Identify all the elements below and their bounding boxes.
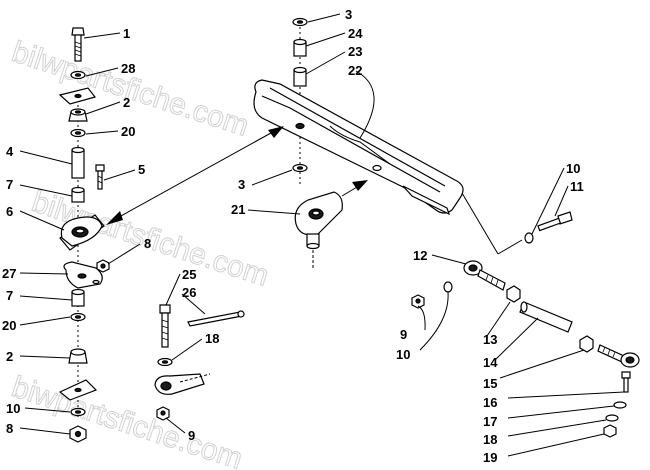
sleeve-part-4 <box>71 146 85 179</box>
nut-part-19 <box>603 424 617 438</box>
callout-28: 28 <box>121 61 135 76</box>
nut-part-15 <box>579 335 594 353</box>
callout-2-upper: 2 <box>123 95 130 110</box>
rod-end-part-12 <box>463 260 506 291</box>
rod-part-26 <box>187 310 245 327</box>
callout-23: 23 <box>348 44 362 59</box>
callout-13: 13 <box>483 332 497 347</box>
washer-part-18-right <box>605 414 619 422</box>
spacer-part-7-upper <box>71 186 85 203</box>
connection-arrow <box>106 126 368 225</box>
bolt-part-5 <box>95 164 105 190</box>
callout-8-lower: 8 <box>6 421 13 436</box>
callout-18-lower: 18 <box>205 331 219 346</box>
tie-rod-assembly <box>411 192 640 438</box>
watermark: bilwpartsfiche.com bilwpartsfiche.com bi… <box>7 35 273 470</box>
callout-16: 16 <box>483 395 497 410</box>
spacer-part-7-lower <box>71 288 85 307</box>
callout-11: 11 <box>570 179 584 194</box>
callout-21: 21 <box>231 202 245 217</box>
nut-part-2-upper <box>68 108 88 122</box>
callout-1: 1 <box>123 26 130 41</box>
callout-6: 6 <box>6 204 13 219</box>
rod-end-right <box>597 344 640 368</box>
spacer-part-23 <box>293 66 307 87</box>
callout-26: 26 <box>182 285 196 300</box>
callout-20-lower: 20 <box>2 318 16 333</box>
left-mount-stack <box>58 27 110 443</box>
washer-part-17 <box>613 401 627 409</box>
mount-part-21 <box>294 191 343 268</box>
callout-3-top: 3 <box>345 7 352 22</box>
washer-part-10-middle <box>443 281 453 293</box>
crossbeam-part-22 <box>253 79 464 216</box>
sleeve-part-14 <box>519 301 573 333</box>
callout-10-right: 10 <box>566 161 580 176</box>
callout-labels: 1 28 2 20 4 5 7 6 8 27 7 20 2 10 8 25 26… <box>2 7 584 465</box>
callout-17: 17 <box>483 414 497 429</box>
callout-3-lower: 3 <box>238 177 245 192</box>
callout-4: 4 <box>6 144 14 159</box>
rod-end-lower <box>154 373 211 395</box>
plate-part-27 <box>63 261 103 289</box>
callout-9-right: 9 <box>400 327 407 342</box>
callout-9-lower: 9 <box>188 428 195 443</box>
center-lower-assembly <box>154 304 245 421</box>
bolt-part-1 <box>71 27 85 62</box>
callout-20-upper: 20 <box>121 124 135 139</box>
callout-25: 25 <box>182 267 196 282</box>
callout-19: 19 <box>483 450 497 465</box>
bolt-part-16 <box>621 371 631 393</box>
watermark-low: biwpartsfiche.com <box>8 370 247 470</box>
nut-part-9-lower <box>156 406 170 421</box>
callout-7-upper: 7 <box>6 177 13 192</box>
nut-part-8-lower <box>69 425 87 443</box>
callout-5: 5 <box>138 162 145 177</box>
callout-10-lower: 10 <box>6 401 20 416</box>
bolt-part-25 <box>159 304 171 348</box>
nut-part-13 <box>506 285 521 303</box>
callout-12: 12 <box>413 248 427 263</box>
callout-24: 24 <box>348 26 363 41</box>
washer-part-10-right <box>524 232 534 244</box>
nut-part-2-lower <box>68 348 88 364</box>
callout-leaders <box>19 13 625 457</box>
callout-18-right: 18 <box>483 432 497 447</box>
leader-beam-to-12 <box>461 192 499 255</box>
callout-8-upper: 8 <box>144 236 151 251</box>
callout-22: 22 <box>348 63 362 78</box>
mount-part-6 <box>59 214 105 251</box>
nut-part-9-right <box>411 294 425 309</box>
callout-10-middle: 10 <box>396 347 410 362</box>
callout-14: 14 <box>483 355 498 370</box>
callout-15: 15 <box>483 376 497 391</box>
bolt-part-11 <box>537 211 573 232</box>
callout-2-lower: 2 <box>6 349 13 364</box>
spacer-part-24 <box>293 38 307 57</box>
callout-27: 27 <box>2 266 16 281</box>
callout-7-lower: 7 <box>6 288 13 303</box>
